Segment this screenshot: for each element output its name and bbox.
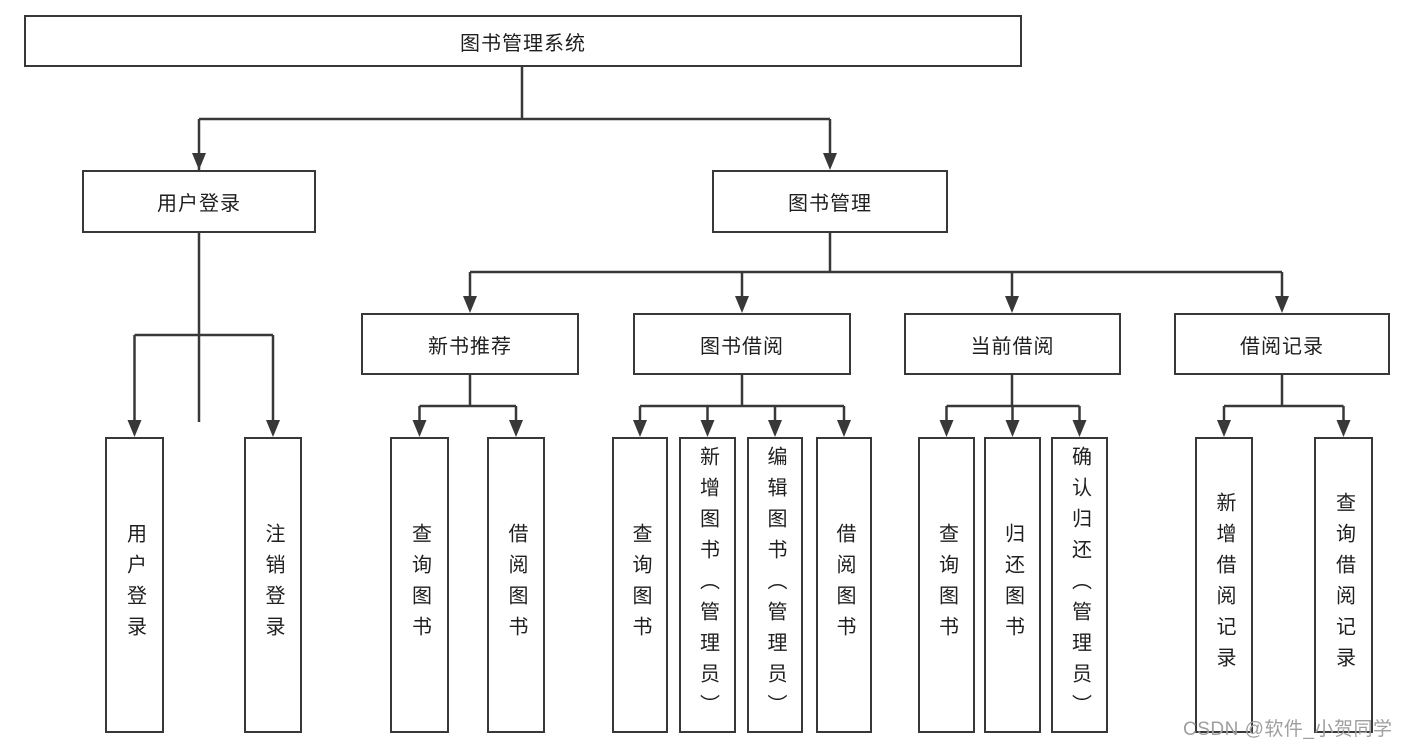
leaf-current-query-book: 查询图书 xyxy=(918,437,975,733)
leaf-recommend-borrow-book: 借阅图书 xyxy=(487,437,545,733)
leaf-borrow-add-book-admin: 新增图书（管理员） xyxy=(679,437,736,733)
leaf-records-query-record: 查询借阅记录 xyxy=(1314,437,1373,733)
csdn-watermark: CSDN @软件_小贺同学 xyxy=(1183,719,1393,740)
node-borrowing-records: 借阅记录 xyxy=(1174,313,1390,375)
leaf-user-login: 用户登录 xyxy=(105,437,164,733)
leaf-records-add-record: 新增借阅记录 xyxy=(1195,437,1253,733)
leaf-recommend-query-book: 查询图书 xyxy=(390,437,449,733)
node-new-book-recommendation: 新书推荐 xyxy=(361,313,579,375)
leaf-borrow-query-book: 查询图书 xyxy=(612,437,668,733)
leaf-current-confirm-return-admin: 确认归还（管理员） xyxy=(1051,437,1108,733)
node-book-borrowing: 图书借阅 xyxy=(633,313,851,375)
leaf-borrow-edit-book-admin: 编辑图书（管理员） xyxy=(747,437,803,733)
leaf-borrow-borrow-book: 借阅图书 xyxy=(816,437,872,733)
leaf-logout: 注销登录 xyxy=(244,437,302,733)
node-current-borrowing: 当前借阅 xyxy=(904,313,1121,375)
node-library-management-system: 图书管理系统 xyxy=(24,15,1022,67)
node-book-management: 图书管理 xyxy=(712,170,948,233)
node-user-login: 用户登录 xyxy=(82,170,316,233)
leaf-current-return-book: 归还图书 xyxy=(984,437,1041,733)
